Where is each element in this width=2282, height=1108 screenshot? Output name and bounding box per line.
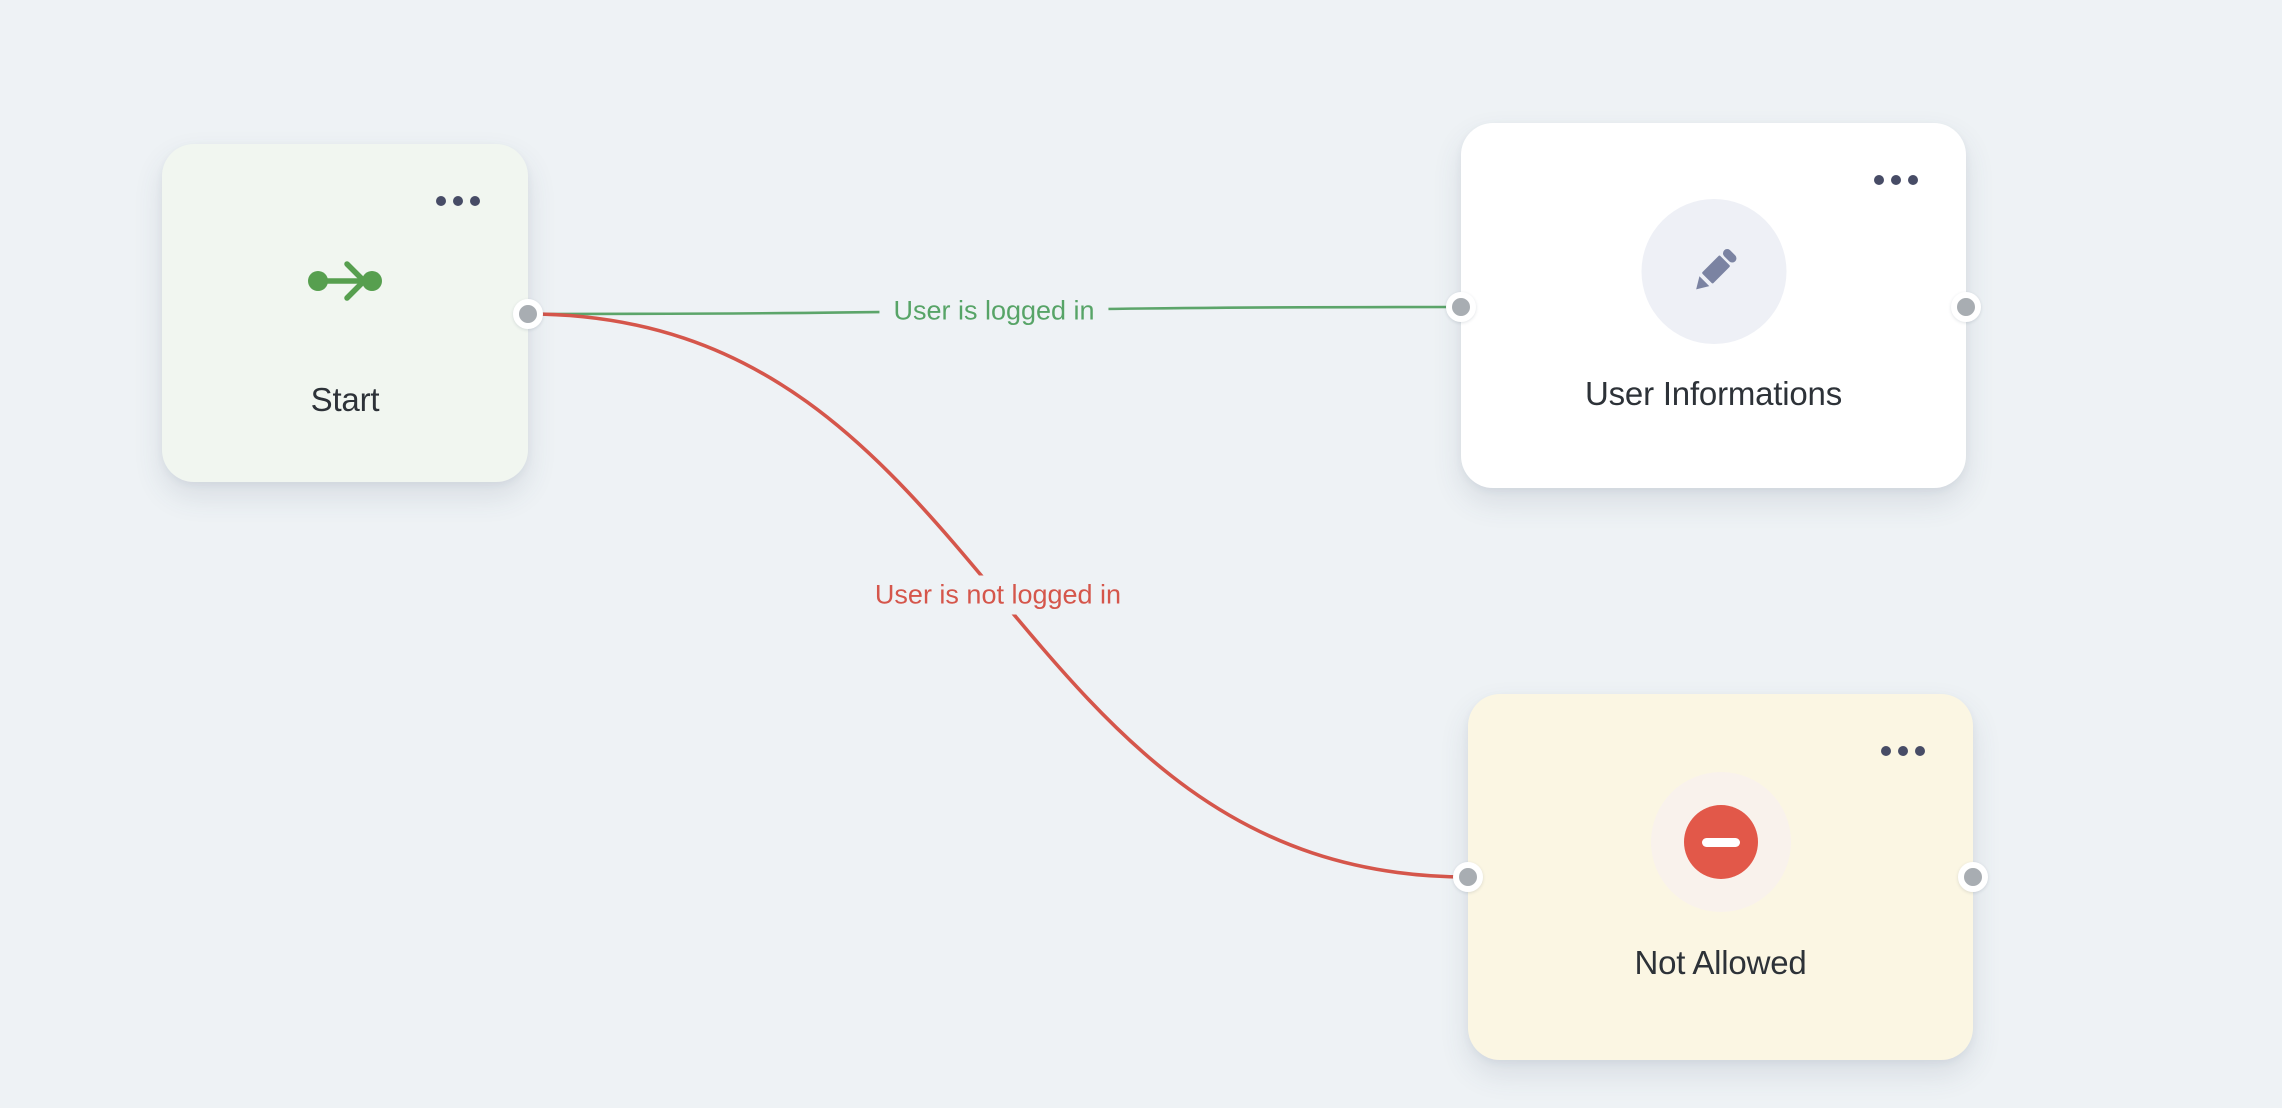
minus-bar bbox=[1701, 837, 1740, 847]
minus-circle bbox=[1683, 805, 1758, 879]
node-not-allowed[interactable]: Not Allowed bbox=[1468, 694, 1973, 1060]
edge-label-user-logged-in[interactable]: User is logged in bbox=[879, 291, 1109, 331]
handle-not-allowed-source[interactable] bbox=[1958, 862, 1988, 892]
minus-circle-icon bbox=[1650, 772, 1791, 912]
ellipsis-dot bbox=[453, 196, 463, 206]
ellipsis-dot bbox=[470, 196, 480, 206]
node-title: User Informations bbox=[1584, 375, 1843, 412]
ellipsis-dot bbox=[1898, 746, 1908, 756]
ellipsis-dot bbox=[436, 196, 446, 206]
node-menu-button[interactable] bbox=[1874, 175, 1918, 185]
ellipsis-dot bbox=[1908, 175, 1918, 185]
handle-start-source[interactable] bbox=[513, 299, 543, 329]
flow-start-icon bbox=[162, 257, 528, 305]
handle-not-allowed-target[interactable] bbox=[1453, 862, 1483, 892]
ellipsis-dot bbox=[1874, 175, 1884, 185]
ellipsis-dot bbox=[1891, 175, 1901, 185]
ellipsis-dot bbox=[1881, 746, 1891, 756]
node-start[interactable]: Start bbox=[162, 144, 528, 482]
handle-user-informations-target[interactable] bbox=[1446, 292, 1476, 322]
node-menu-button[interactable] bbox=[1881, 746, 1925, 756]
pencil-icon bbox=[1641, 199, 1786, 344]
node-title: Start bbox=[310, 381, 380, 418]
edge-label-user-not-logged-in[interactable]: User is not logged in bbox=[860, 575, 1136, 615]
ellipsis-dot bbox=[1915, 746, 1925, 756]
node-title: Not Allowed bbox=[1634, 944, 1807, 981]
node-menu-button[interactable] bbox=[436, 196, 480, 206]
node-user-informations[interactable]: User Informations bbox=[1461, 123, 1966, 488]
handle-user-informations-source[interactable] bbox=[1951, 292, 1981, 322]
